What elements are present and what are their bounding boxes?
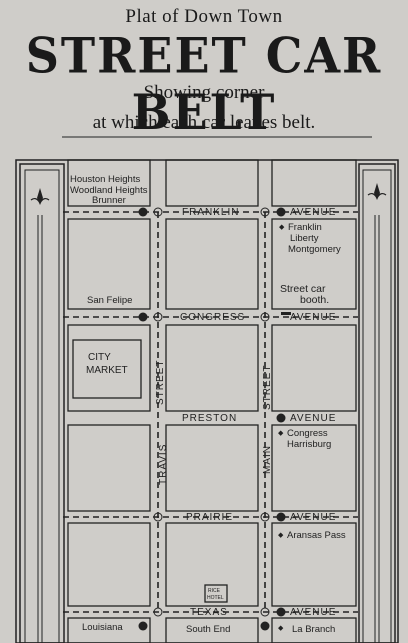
stop-marker [276,413,286,423]
rice-hotel-block [204,584,228,603]
car-stops [138,207,286,631]
avenue-label: AVENUE [290,413,336,424]
stop-marker [276,607,286,617]
car-line-houston-heights: Houston Heights [70,174,140,185]
junction-rings [153,207,270,617]
street-main-label: MAIN [262,445,273,474]
booth-marker [281,312,291,315]
map-header: Plat of Down Town STREET CAR BELT Showin… [0,0,408,150]
avenue-congress-label: CONGRESS [180,312,245,323]
rice-hotel-label-1: RICE [208,588,221,594]
city-market-label-2: MARKET [86,365,128,376]
right-border [358,163,396,643]
stop-marker [138,621,148,631]
avenue-preston-label: PRESTON [182,413,237,424]
stop-marker [138,207,148,217]
bullet: ◆ [278,625,284,632]
car-line-woodland-heights: Woodland Heights [70,185,148,196]
avenue-label: AVENUE [290,512,336,523]
car-line-franklin: Franklin [288,222,322,233]
street-label: STREET [155,360,166,405]
car-line-montgomery: Montgomery [288,244,341,255]
street-travis-label: TRAVIS [158,444,169,485]
header-line-4: at which each car leaves belt. [92,112,316,133]
car-line-san-felipe: San Felipe [87,295,132,306]
header-line-3: Showing corner [143,82,265,103]
avenue-franklin-label: FRANKLIN [182,207,239,218]
street-car-label: Street car [280,283,326,295]
bullet: ◆ [278,430,284,437]
street-label: STREET [262,365,273,410]
city-blocks [67,159,357,643]
car-belt-route [63,211,358,613]
bullet: ◆ [279,224,285,231]
avenue-texas-label: TEXAS [190,607,228,618]
car-line-la-branch: La Branch [292,624,335,635]
avenue-label: AVENUE [290,312,336,323]
avenue-label: AVENUE [290,207,336,218]
stop-marker [276,207,286,217]
car-line-congress: Congress [287,428,328,439]
car-line-aransas-pass: Aransas Pass [287,530,346,541]
left-border [19,163,65,643]
bullet: ◆ [278,532,284,539]
header-line-1: Plat of Down Town [125,6,283,27]
city-market-label-1: CITY [88,352,111,363]
car-line-harrisburg: Harrisburg [287,439,331,450]
stop-marker [138,312,148,322]
map-frame [15,159,399,643]
booth-label: booth. [300,294,329,306]
stop-marker [276,512,286,522]
stop-marker [260,621,270,631]
rice-hotel-label-2: HOTEL [207,595,224,601]
avenue-prairie-label: PRAIRIE [186,512,233,523]
car-line-south-end: South End [186,624,230,635]
car-line-brunner: Brunner [92,195,126,206]
map-title: STREET CAR BELT [25,27,383,141]
city-market-block [72,339,142,399]
avenue-label: AVENUE [290,607,336,618]
car-line-louisiana: Louisiana [82,622,123,633]
car-line-liberty: Liberty [290,233,319,244]
